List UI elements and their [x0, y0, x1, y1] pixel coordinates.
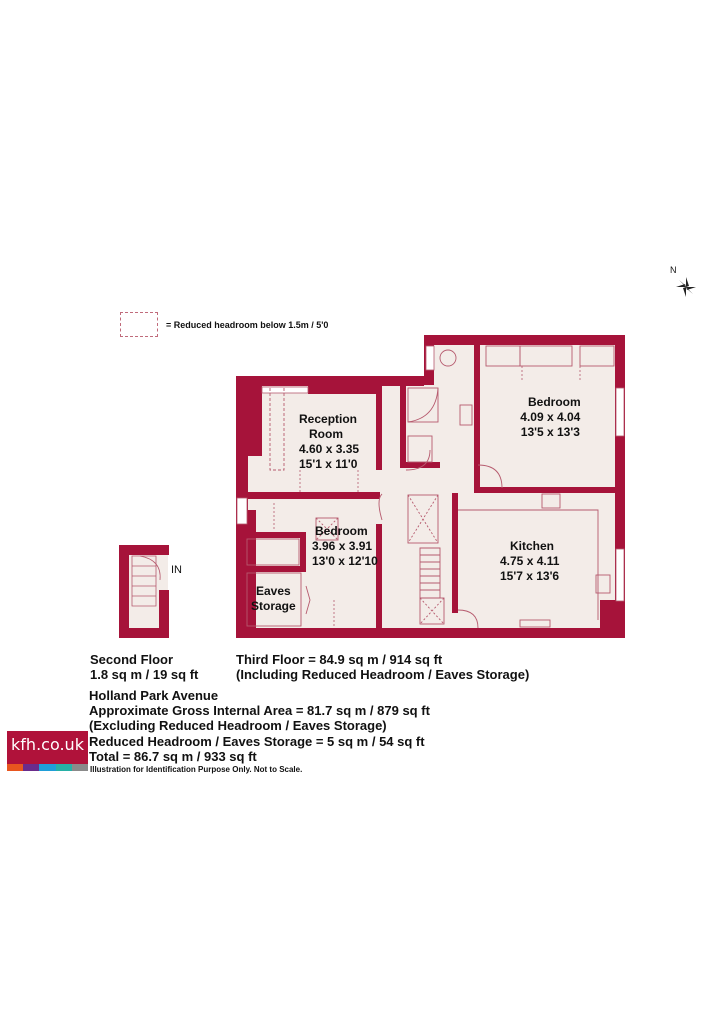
gross-area-note: (Excluding Reduced Headroom / Eaves Stor…	[89, 718, 387, 733]
entrance-label: IN	[171, 564, 182, 576]
floor-area-text: Third Floor = 84.9 sq m / 914 sq ft	[236, 652, 443, 667]
logo-strip-segment	[39, 764, 56, 771]
floor-area-note: (Including Reduced Headroom / Eaves Stor…	[236, 667, 530, 682]
room-dimensions-imperial: 13'0 x 12'10	[312, 554, 378, 568]
legend-text: = Reduced headroom below 1.5m / 5'0	[166, 320, 329, 330]
kfh-logo: kfh.co.uk	[7, 731, 89, 771]
logo-color-strip	[7, 764, 89, 771]
room-dimensions-metric: 4.60 x 3.35	[299, 442, 360, 456]
logo-text: kfh.co.uk	[11, 735, 84, 754]
bedroom-1-label: Bedroom 4.09 x 4.04 13'5 x 13'3	[520, 395, 581, 440]
gross-area: Approximate Gross Internal Area = 81.7 s…	[89, 703, 430, 718]
total-area: Total = 86.7 sq m / 933 sq ft	[89, 749, 257, 764]
fixtures	[246, 345, 615, 629]
compass-label: N	[670, 265, 677, 275]
eaves-storage-label: Eaves Storage	[251, 584, 296, 614]
floor-area-text: 1.8 sq m / 19 sq ft	[90, 667, 199, 682]
room-name: Eaves	[256, 584, 291, 598]
room-dimensions-metric: 4.09 x 4.04	[520, 410, 581, 424]
exterior-walls	[236, 335, 625, 638]
logo-strip-segment	[71, 764, 89, 771]
room-name: Room	[309, 427, 343, 441]
room-dimensions-metric: 4.75 x 4.11	[500, 554, 560, 568]
floor-area	[236, 337, 625, 637]
floor-title: Second Floor	[90, 652, 174, 667]
reception-room-label: Reception Room 4.60 x 3.35 15'1 x 11'0	[299, 412, 359, 472]
second-floor-plan	[119, 545, 169, 638]
room-dimensions-imperial: 13'5 x 13'3	[520, 425, 580, 439]
room-dimensions-metric: 3.96 x 3.91	[312, 539, 373, 553]
reduced-headroom-markers	[273, 366, 581, 628]
room-name: Reception	[299, 412, 358, 426]
room-name: Storage	[251, 599, 296, 613]
interior-walls	[244, 343, 615, 628]
kitchen-label: Kitchen 4.75 x 4.11 15'7 x 13'6	[500, 539, 559, 584]
logo-strip-segment	[7, 764, 24, 771]
legend-swatch	[120, 312, 158, 337]
disclaimer: Illustration for Identification Purpose …	[90, 765, 303, 774]
compass-icon	[676, 277, 696, 297]
room-dimensions-imperial: 15'7 x 13'6	[500, 569, 560, 583]
second-floor-caption: Second Floor 1.8 sq m / 19 sq ft	[90, 652, 198, 682]
room-dimensions-imperial: 15'1 x 11'0	[299, 457, 358, 471]
bedroom-2-label: Bedroom 3.96 x 3.91 13'0 x 12'10	[312, 524, 378, 569]
third-floor-caption: Third Floor = 84.9 sq m / 914 sq ft (Inc…	[236, 652, 529, 682]
address: Holland Park Avenue	[89, 688, 219, 703]
third-floor-plan	[236, 335, 625, 638]
room-name: Kitchen	[510, 539, 555, 553]
logo-strip-segment	[23, 764, 40, 771]
room-name: Bedroom	[528, 395, 581, 409]
room-name: Bedroom	[315, 524, 368, 538]
windows	[236, 345, 625, 602]
logo-strip-segment	[55, 764, 72, 771]
reduced-headroom-area: Reduced Headroom / Eaves Storage = 5 sq …	[89, 734, 425, 749]
